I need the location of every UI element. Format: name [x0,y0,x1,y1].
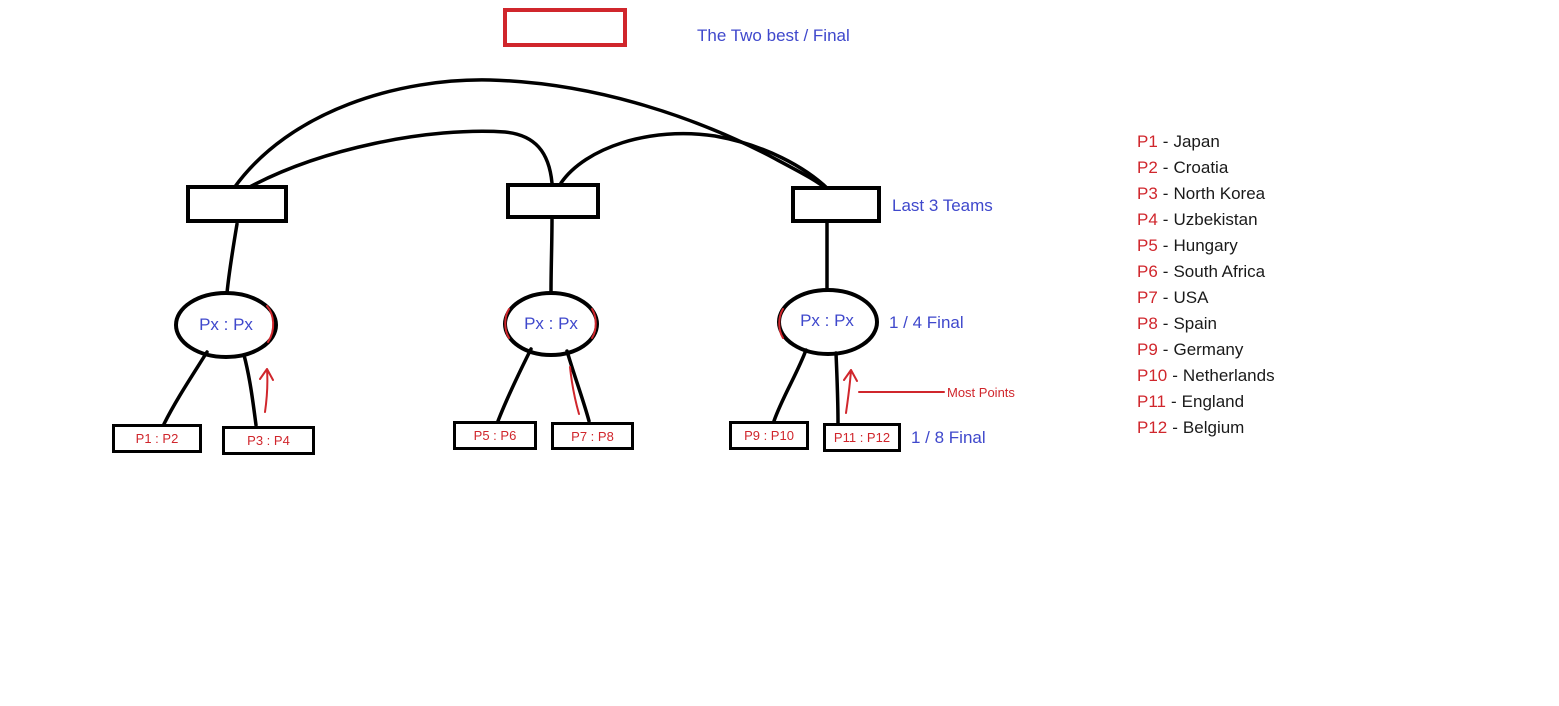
connector-semi1-quarter1 [225,222,239,295]
legend-item-p10: P10-Netherlands [1137,363,1275,389]
legend-code: P8 [1137,314,1158,333]
legend-code: P4 [1137,210,1158,229]
legend-item-p2: P2-Croatia [1137,155,1275,181]
legend-item-p8: P8-Spain [1137,311,1275,337]
legend-name: Spain [1173,314,1217,333]
connector-semi2-quarter2 [549,217,554,294]
connector-quarter3-match6 [834,351,840,425]
legend-separator: - [1172,366,1178,385]
legend-separator: - [1162,314,1169,333]
legend-separator: - [1162,236,1169,255]
legend-code: P5 [1137,236,1158,255]
bracket-curve-left-to-middle [242,129,554,192]
last-3-teams-label: Last 3 Teams [892,196,993,215]
legend-item-p3: P3-North Korea [1137,181,1275,207]
legend-item-p7: P7-USA [1137,285,1275,311]
legend-code: P12 [1137,418,1168,437]
legend-item-p6: P6-South Africa [1137,259,1275,285]
eighthfinal-match-6: P11 : P12 [823,423,901,452]
legend-separator: - [1172,418,1178,437]
legend-separator: - [1162,184,1169,203]
legend-name: Germany [1173,340,1244,359]
legend-name: Uzbekistan [1173,210,1258,229]
legend-code: P10 [1137,366,1168,385]
legend-separator: - [1162,158,1169,177]
final-box [503,8,627,47]
red-mark-ellipse2-right [591,308,597,339]
legend-separator: - [1162,210,1169,229]
legend-item-p12: P12-Belgium [1137,415,1275,441]
red-arrow-1 [259,368,274,413]
legend-name: England [1181,392,1245,411]
legend-item-p11: P11-England [1137,389,1275,415]
legend-separator: - [1171,392,1177,411]
legend-code: P6 [1137,262,1158,281]
legend-item-p1: P1-Japan [1137,129,1275,155]
legend-name: Croatia [1173,158,1229,177]
legend-name: Hungary [1173,236,1238,255]
legend-name: Belgium [1182,418,1245,437]
legend-item-p5: P5-Hungary [1137,233,1275,259]
final-label: The Two best / Final [697,26,850,45]
connector-quarter2-match4 [565,349,591,423]
semifinal-box-2 [506,183,600,219]
legend-code: P11 [1137,392,1166,411]
legend-code: P7 [1137,288,1158,307]
eighthfinal-label: 1 / 8 Final [911,428,986,447]
bracket-curve-left-to-right [232,78,831,193]
legend-name: North Korea [1173,184,1266,203]
connector-quarter1-match1 [162,350,209,426]
legend-name: USA [1173,288,1209,307]
eighthfinal-match-3: P5 : P6 [453,421,537,450]
quarterfinal-label: 1 / 4 Final [889,313,964,332]
red-mark-ellipse3-left [778,308,784,339]
red-mark-ellipse1-right [266,305,275,343]
bracket-curve-middle-to-right [559,131,830,191]
legend-name: South Africa [1173,262,1266,281]
semifinal-box-1 [186,185,288,223]
legend-item-p9: P9-Germany [1137,337,1275,363]
connector-quarter2-match3 [496,347,533,423]
legend-separator: - [1162,132,1169,151]
connector-quarter3-match5 [772,348,808,423]
red-mark-ellipse2-left [504,308,510,339]
semifinal-box-3 [791,186,881,223]
red-line-2 [569,366,580,415]
quarterfinal-match-3: Px : Px [800,311,854,330]
legend-code: P2 [1137,158,1158,177]
legend-code: P1 [1137,132,1158,151]
connector-quarter1-match2 [242,353,258,427]
eighthfinal-match-4: P7 : P8 [551,422,634,450]
red-arrow-3 [843,369,858,414]
legend-separator: - [1162,340,1169,359]
legend-name: Netherlands [1182,366,1275,385]
eighthfinal-match-5: P9 : P10 [729,421,809,450]
quarterfinal-match-1: Px : Px [199,315,253,334]
legend-name: Japan [1173,132,1220,151]
legend-separator: - [1162,288,1169,307]
most-points-label: Most Points [947,385,1015,400]
legend-code: P3 [1137,184,1158,203]
eighthfinal-match-1: P1 : P2 [112,424,202,453]
legend-separator: - [1162,262,1169,281]
legend-code: P9 [1137,340,1158,359]
legend: P1-Japan P2-Croatia P3-North Korea P4-Uz… [1137,129,1275,441]
quarterfinal-match-2: Px : Px [524,314,578,333]
eighthfinal-match-2: P3 : P4 [222,426,315,455]
legend-item-p4: P4-Uzbekistan [1137,207,1275,233]
